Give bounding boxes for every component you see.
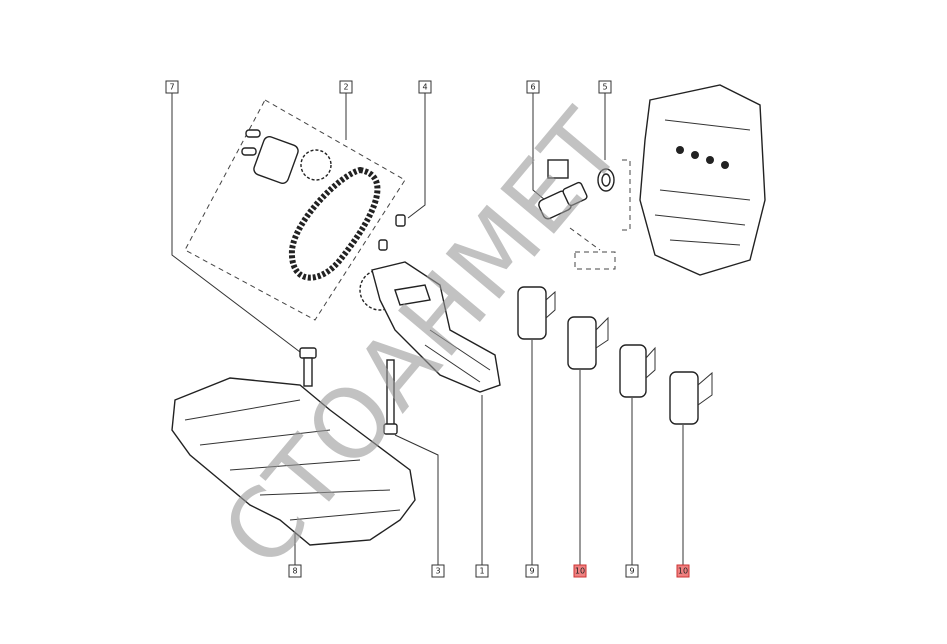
dowel <box>395 214 406 227</box>
oil-baffle <box>171 377 416 546</box>
long-bolt <box>383 359 398 435</box>
callout-5: 5 <box>598 80 612 94</box>
callout-1: 1 <box>475 564 489 578</box>
callout-2: 2 <box>339 80 353 94</box>
engine-block <box>639 84 766 276</box>
callout-4: 4 <box>418 80 432 94</box>
timing-chain <box>288 166 381 281</box>
callout-6: 6 <box>526 80 540 94</box>
piston-cooling-jet <box>619 344 656 398</box>
callout-number: 9 <box>529 567 534 576</box>
callout-number: 5 <box>602 83 607 92</box>
callout-number: 9 <box>629 567 634 576</box>
callout-number: 10 <box>575 567 585 576</box>
callouts-top: 7 2 4 6 5 <box>165 80 612 94</box>
callout-8: 8 <box>288 564 302 578</box>
callout-9: 9 <box>525 564 539 578</box>
chain-kit-outline <box>184 99 406 321</box>
chain-tensioner <box>241 129 299 184</box>
callout-10: 10 <box>676 564 690 578</box>
callout-10: 10 <box>573 564 587 578</box>
callout-number: 2 <box>343 83 348 92</box>
callout-number: 4 <box>422 83 427 92</box>
oil-sensor <box>538 159 615 220</box>
callout-3: 3 <box>431 564 445 578</box>
leader-lines <box>171 93 684 565</box>
callout-number: 8 <box>292 567 297 576</box>
piston-cooling-jet <box>669 371 713 425</box>
callout-7: 7 <box>165 80 179 94</box>
callout-number: 7 <box>169 83 174 92</box>
dowel <box>378 239 388 251</box>
sprocket <box>300 149 332 181</box>
callout-number: 6 <box>530 83 535 92</box>
callout-number: 1 <box>479 567 484 576</box>
oil-pump <box>359 261 501 393</box>
callouts-bottom: 8 3 1 9 10 9 10 <box>288 564 690 578</box>
callout-number: 3 <box>435 567 440 576</box>
piston-cooling-jet <box>567 316 609 370</box>
callout-number: 10 <box>678 567 688 576</box>
piston-cooling-jet <box>517 286 556 340</box>
callout-9: 9 <box>625 564 639 578</box>
bolt <box>299 347 317 387</box>
